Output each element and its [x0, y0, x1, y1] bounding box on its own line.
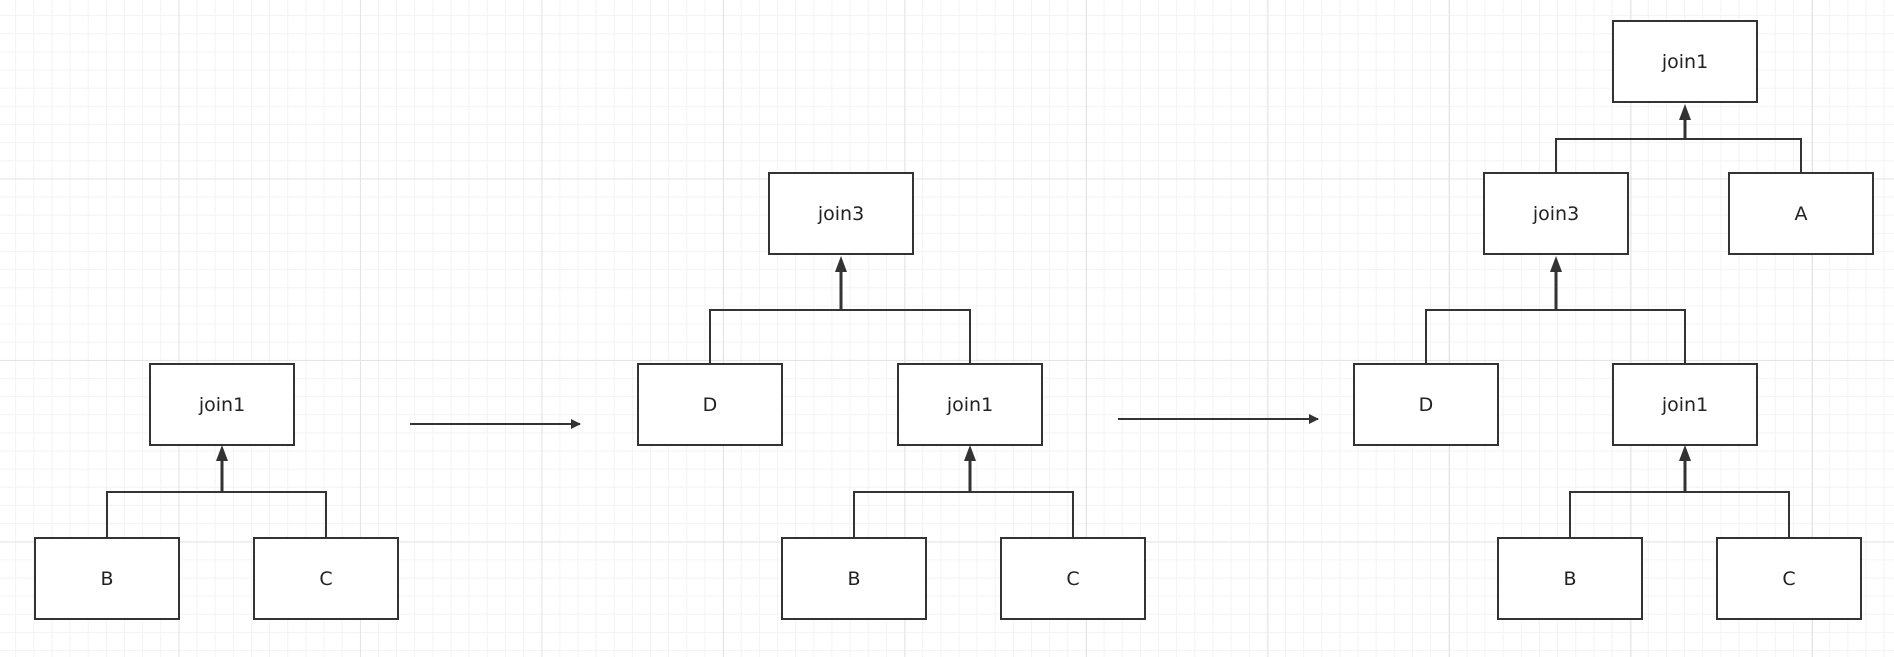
node-t1-c[interactable]: C — [253, 537, 399, 620]
node-t1-join1[interactable]: join1 — [149, 363, 295, 446]
node-label: B — [1563, 568, 1576, 590]
connector-t2-join3 — [709, 309, 971, 364]
node-t2-d[interactable]: D — [637, 363, 783, 446]
node-label: join1 — [1661, 51, 1708, 73]
arrowhead-t2-join1 — [964, 445, 976, 461]
node-t3-join3[interactable]: join3 — [1483, 172, 1629, 255]
node-t2-join3[interactable]: join3 — [768, 172, 914, 255]
node-t2-join1[interactable]: join1 — [897, 363, 1043, 446]
node-label: C — [1782, 568, 1795, 590]
node-label: join3 — [1532, 203, 1579, 225]
node-t2-c[interactable]: C — [1000, 537, 1146, 620]
node-label: join1 — [198, 394, 245, 416]
node-label: A — [1795, 203, 1808, 225]
node-label: C — [1066, 568, 1079, 590]
arrowhead-t3-join3 — [1550, 256, 1562, 272]
node-label: B — [100, 568, 113, 590]
node-t3-d[interactable]: D — [1353, 363, 1499, 446]
connector-t3-join3 — [1425, 309, 1686, 364]
node-t3-join1[interactable]: join1 — [1612, 363, 1758, 446]
connector-t3-join1-root — [1555, 138, 1802, 173]
node-label: C — [319, 568, 332, 590]
connector-t2-join1 — [853, 491, 1074, 538]
node-t1-b[interactable]: B — [34, 537, 180, 620]
node-t2-b[interactable]: B — [781, 537, 927, 620]
node-t3-c[interactable]: C — [1716, 537, 1862, 620]
node-t3-b[interactable]: B — [1497, 537, 1643, 620]
connector-t3-join1 — [1569, 491, 1790, 538]
tree-1: join1 B C — [34, 363, 399, 620]
node-t3-a[interactable]: A — [1728, 172, 1874, 255]
tree-3: join1 join3 A D join1 B C — [1353, 20, 1874, 620]
arrowhead-t3-join1 — [1679, 445, 1691, 461]
node-label: join3 — [817, 203, 864, 225]
tree-2: join3 D join1 B C — [637, 172, 1146, 620]
node-label: D — [1419, 394, 1434, 416]
arrowhead-t1-join1 — [216, 445, 228, 461]
arrowhead-t2-join3 — [835, 256, 847, 272]
connector-t1-join1 — [106, 491, 327, 538]
node-label: join1 — [946, 394, 993, 416]
node-t3-join1-root[interactable]: join1 — [1612, 20, 1758, 103]
node-label: D — [703, 394, 718, 416]
node-label: B — [847, 568, 860, 590]
arrowhead-t3-join1-root — [1679, 104, 1691, 120]
node-label: join1 — [1661, 394, 1708, 416]
